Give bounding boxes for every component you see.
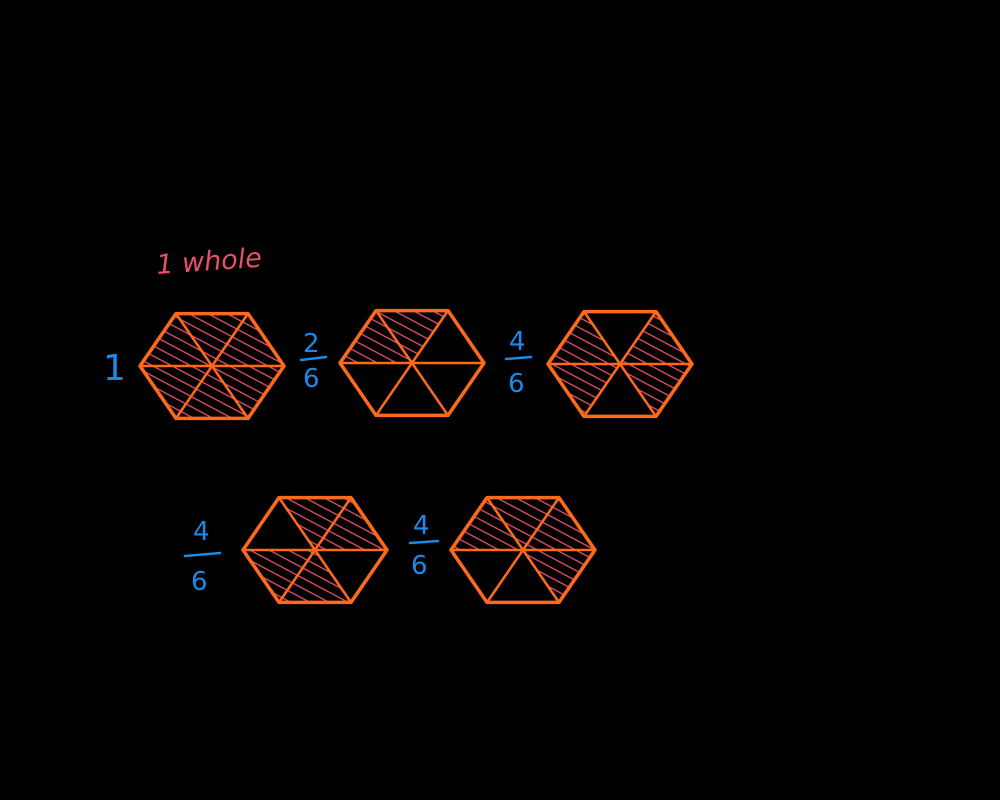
fraction-numerator: 4 — [509, 327, 526, 357]
hexagon-outline — [546, 309, 694, 419]
shaded-sector — [243, 550, 315, 603]
fraction-bar — [299, 355, 328, 362]
sector-divider — [582, 362, 622, 418]
sector-divider — [582, 310, 622, 366]
fraction-numerator: 4 — [413, 511, 430, 541]
shaded-sector — [548, 364, 620, 417]
fraction-numerator: 2 — [303, 329, 320, 359]
fraction-bar — [183, 551, 222, 558]
shaded-sector — [176, 366, 248, 419]
shaded-sector — [487, 497, 559, 550]
shaded-sector — [523, 550, 595, 603]
hexagon-two-sixths: 2 6 — [299, 308, 486, 418]
sector-divider — [410, 309, 450, 365]
sector-divider — [485, 496, 525, 552]
sector-divider — [174, 364, 214, 420]
sector-divider — [313, 496, 353, 552]
shaded-sector — [140, 366, 212, 419]
sector-divider — [374, 361, 414, 417]
sector-divider — [277, 496, 317, 552]
sector-divider — [277, 548, 317, 604]
sector-divider — [313, 548, 353, 604]
sector-divider — [618, 362, 658, 418]
hexagon-shape — [546, 309, 694, 419]
hexagon-outline — [138, 311, 286, 421]
hexagon-shape — [338, 308, 486, 418]
fraction-bar — [408, 539, 440, 545]
shaded-sector — [279, 550, 351, 603]
hexagon-shape — [449, 495, 597, 605]
whole-number-label: 1 — [103, 348, 126, 389]
sector-divider — [618, 310, 658, 366]
sector-divider — [374, 309, 414, 365]
shaded-sector — [315, 497, 387, 550]
hexagon-whole: 1 — [103, 311, 286, 421]
shaded-sector — [548, 311, 620, 364]
shaded-sector — [620, 311, 692, 364]
fraction-denominator: 6 — [508, 369, 525, 399]
shaded-sector — [212, 366, 284, 419]
shaded-sector — [451, 497, 523, 550]
fraction-denominator: 6 — [191, 567, 208, 597]
sector-divider — [410, 361, 450, 417]
shaded-sector — [376, 310, 448, 363]
shaded-sector — [340, 310, 412, 363]
sector-divider — [485, 548, 525, 604]
hexagon-outline — [449, 495, 597, 605]
hexagon-four-sixths-a: 4 6 — [504, 309, 694, 419]
fraction-numerator: 4 — [193, 517, 210, 547]
fraction-bar — [504, 355, 533, 361]
shaded-sector — [620, 364, 692, 417]
shaded-sector — [176, 313, 248, 366]
fraction-denominator: 6 — [303, 364, 320, 394]
fraction-denominator: 6 — [411, 551, 428, 581]
hexagon-four-sixths-b: 4 6 — [183, 495, 389, 605]
hexagon-outline — [338, 308, 486, 418]
sector-divider — [210, 312, 250, 368]
sector-divider — [210, 364, 250, 420]
hexagon-shape — [241, 495, 389, 605]
heading-label: 1 whole — [155, 243, 262, 281]
hexagon-shape — [138, 311, 286, 421]
sector-divider — [174, 312, 214, 368]
sector-divider — [521, 496, 561, 552]
shaded-sector — [279, 497, 351, 550]
shaded-sector — [212, 313, 284, 366]
hexagon-outline — [241, 495, 389, 605]
sector-divider — [521, 548, 561, 604]
shaded-sector — [523, 497, 595, 550]
shaded-sector — [140, 313, 212, 366]
hexagon-four-sixths-c: 4 6 — [408, 495, 597, 605]
